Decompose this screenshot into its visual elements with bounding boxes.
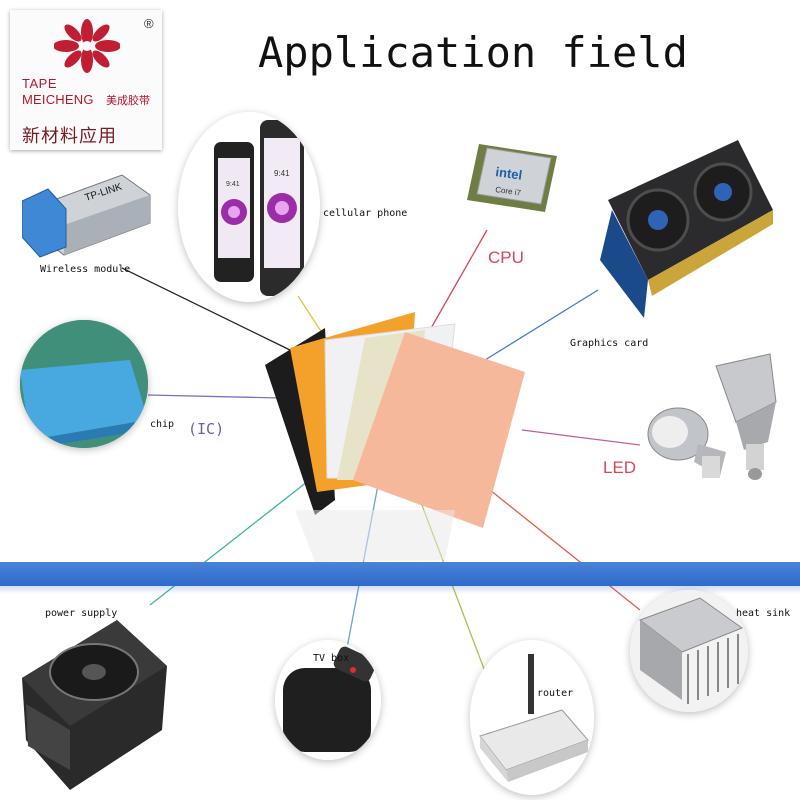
cpu-image: intel Core i7 bbox=[467, 144, 557, 212]
brand-name-line1: TAPE bbox=[22, 76, 57, 91]
blue-band-shadow bbox=[0, 586, 800, 594]
wireless-module-image: TP-LINK bbox=[22, 174, 151, 258]
blue-band bbox=[0, 562, 800, 586]
label-graphics-card: Graphics card bbox=[570, 338, 649, 349]
power-supply-image bbox=[22, 620, 167, 790]
label-chip: chip bbox=[150, 419, 175, 430]
graphics-card-image bbox=[600, 140, 773, 318]
label-ic: (IC) bbox=[188, 420, 225, 438]
svg-text:intel: intel bbox=[495, 164, 524, 183]
flower-logo-icon bbox=[54, 19, 120, 73]
router-image bbox=[470, 640, 594, 795]
brand-name-line2: MEICHENG bbox=[22, 92, 94, 107]
label-led: LED bbox=[603, 458, 637, 477]
label-cpu: CPU bbox=[488, 248, 524, 267]
tv-box-image bbox=[275, 640, 381, 760]
brand-name-chinese: 美成胶带 bbox=[106, 95, 150, 107]
pad-peach bbox=[353, 332, 525, 528]
label-tv-box: TV box bbox=[313, 653, 350, 664]
led-bulbs-image bbox=[647, 353, 777, 480]
label-cellular-phone: cellular phone bbox=[323, 208, 408, 219]
page-title: Application field bbox=[258, 28, 688, 77]
thermal-pads-stack bbox=[265, 312, 525, 562]
svg-text:9:41: 9:41 bbox=[274, 169, 290, 178]
chip-image bbox=[20, 320, 148, 448]
brand-logo: ® TAPE MEICHENG 美成胶带 新材料应用 bbox=[10, 10, 162, 150]
label-heat-sink: heat sink bbox=[736, 608, 791, 619]
cellular-phone-image: 9:41 9:41 bbox=[178, 112, 320, 302]
brand-slogan: 新材料应用 bbox=[22, 126, 117, 147]
svg-text:Core i7: Core i7 bbox=[495, 185, 522, 198]
pad-reflection bbox=[295, 510, 455, 562]
heat-sink-image bbox=[630, 590, 748, 712]
label-router: router bbox=[537, 688, 574, 699]
label-power-supply: power supply bbox=[45, 608, 118, 619]
label-wireless-module: Wireless module bbox=[40, 264, 131, 275]
svg-text:9:41: 9:41 bbox=[226, 181, 240, 188]
registered-mark: ® bbox=[144, 16, 154, 31]
